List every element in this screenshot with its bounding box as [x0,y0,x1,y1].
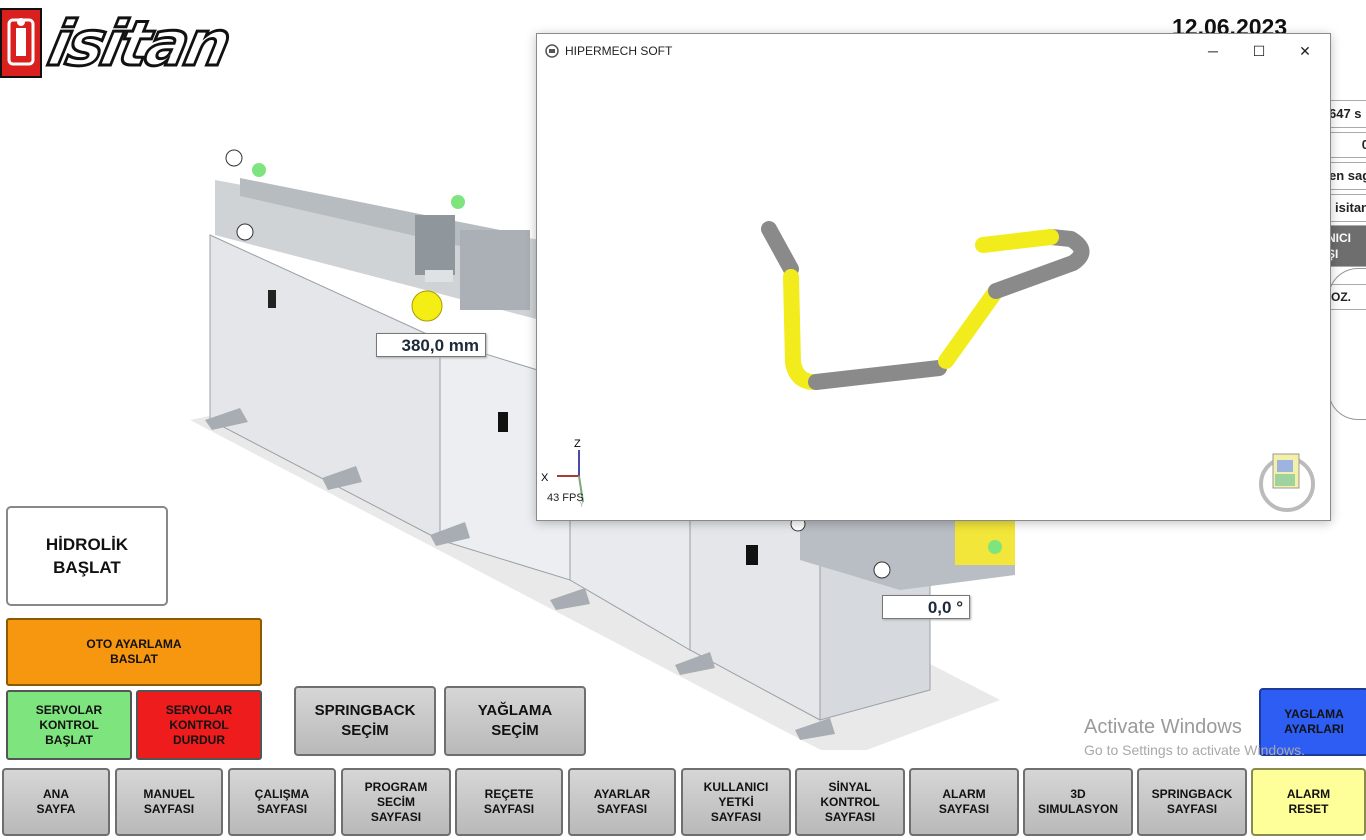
axis-triad-icon [557,450,584,503]
servo-stop-button[interactable]: SERVOLAR KONTROL DURDUR [136,690,262,760]
nav-3d-simulation[interactable]: 3D SIMULASYON [1023,768,1133,836]
nav-manual[interactable]: MANUEL SAYFASI [115,768,223,836]
axis-y-label: Y [579,500,585,509]
auto-adjust-start-button[interactable]: OTO AYARLAMA BASLAT [6,618,262,686]
cycle-time-field: 647 s [1328,100,1366,128]
logo-text: isitan [41,6,237,82]
hydraulic-start-button[interactable]: HİDROLİK BAŞLAT [6,506,168,606]
lubrication-settings-button[interactable]: YAGLAMA AYARLARI [1259,688,1366,756]
fps-counter: 43 FPS [547,492,584,504]
bent-tube-3d[interactable] [537,34,1330,520]
position-readout: 380,0 mm [376,333,486,357]
panel-outline [1328,268,1366,420]
angle-readout: 0,0 ° [882,595,970,619]
user-page-button[interactable]: NICI ŞI [1326,225,1366,267]
count-field: 0 [1328,132,1366,158]
nav-user-permissions[interactable]: KULLANICI YETKİ SAYFASI [681,768,791,836]
springback-select-button[interactable]: SPRINGBACK SEÇİM [294,686,436,756]
activate-windows-title: Activate Windows [1084,716,1242,738]
alarm-reset-button[interactable]: ALARM RESET [1251,768,1366,836]
app-icon [545,44,559,58]
simulation-window[interactable]: HIPERMECH SOFT ─ ☐ ✕ Z X Y 43 FPS [536,33,1331,521]
nav-operation[interactable]: ÇALIŞMA SAYFASI [228,768,336,836]
nav-program-select[interactable]: PROGRAM SECİM SAYFASI [341,768,451,836]
maximize-button[interactable]: ☐ [1252,43,1266,59]
view-cube-icon[interactable] [1257,448,1319,512]
user-page-label-1: NICI [1327,231,1351,245]
activate-windows-subtitle: Go to Settings to activate Windows. [1084,742,1305,758]
logo-emblem [0,8,42,78]
nav-springback[interactable]: SPRINGBACK SAYFASI [1137,768,1247,836]
user-page-label-2: ŞI [1327,247,1339,261]
window-title: HIPERMECH SOFT [565,44,673,58]
close-button[interactable]: ✕ [1299,43,1311,59]
servo-start-button[interactable]: SERVOLAR KONTROL BAŞLAT [6,690,132,760]
minimize-button[interactable]: ─ [1208,43,1218,59]
nav-signal-control[interactable]: SİNYAL KONTROL SAYFASI [795,768,905,836]
nav-settings[interactable]: AYARLAR SAYFASI [568,768,676,836]
axis-x-label: X [541,472,549,484]
lubrication-select-button[interactable]: YAĞLAMA SEÇİM [444,686,586,756]
nav-alarm[interactable]: ALARM SAYFASI [909,768,1019,836]
nav-recipe[interactable]: REÇETE SAYFASI [455,768,563,836]
axis-z-label: Z [574,438,581,450]
direction-field: en sag [1328,162,1366,190]
user-field: isitan [1328,194,1366,222]
nav-home[interactable]: ANA SAYFA [2,768,110,836]
